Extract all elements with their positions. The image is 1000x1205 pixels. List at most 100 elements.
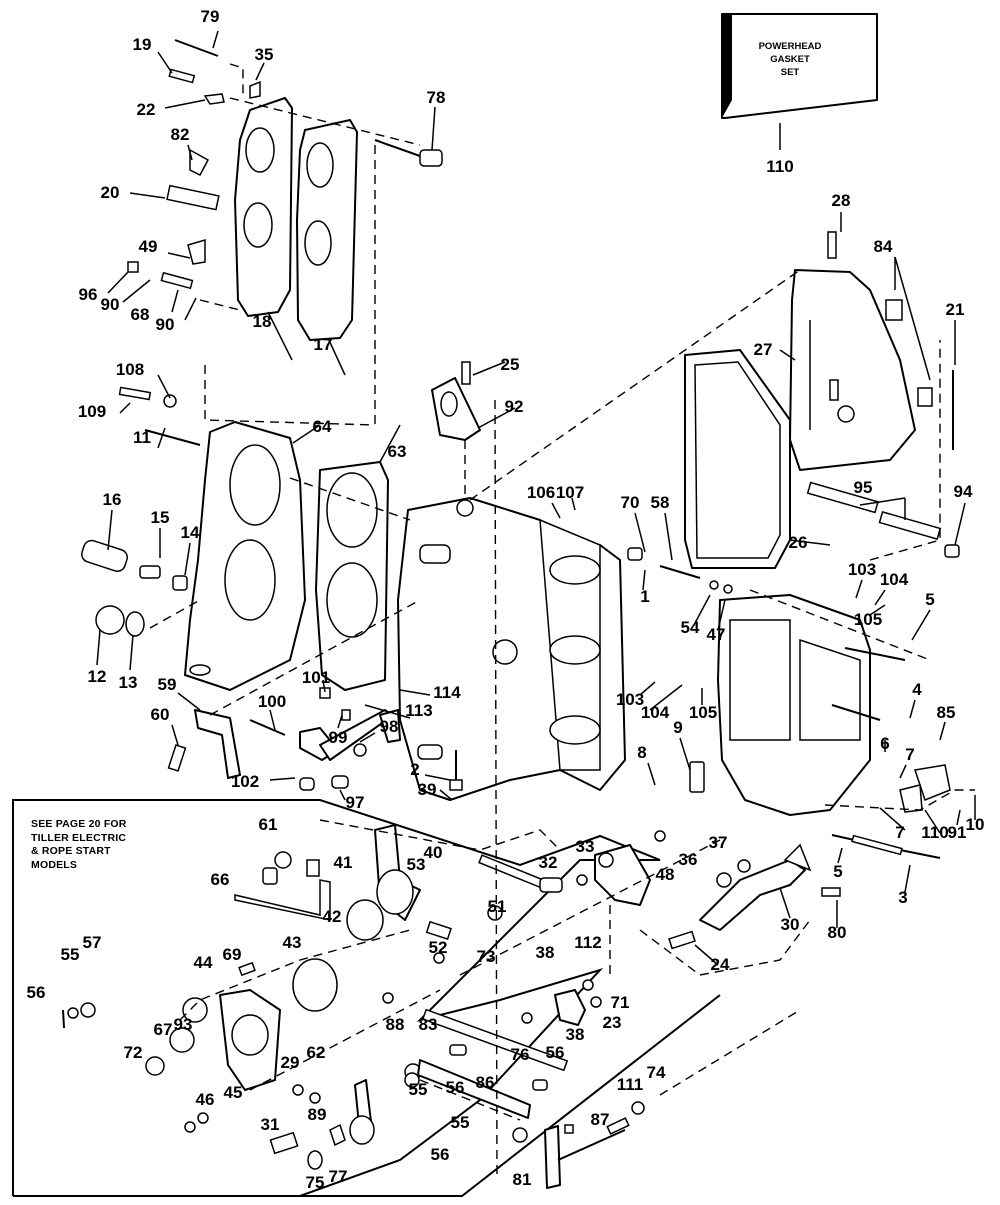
callout-58: 58 <box>651 493 670 512</box>
callout-49: 49 <box>139 237 158 256</box>
callout-56b: 56 <box>446 1078 465 1097</box>
crankcase-block <box>397 497 626 801</box>
callout-78: 78 <box>427 88 446 107</box>
callout-82: 82 <box>171 125 190 144</box>
callout-104a: 104 <box>880 570 909 589</box>
callout-31: 31 <box>261 1115 280 1134</box>
callout-85: 85 <box>937 703 956 722</box>
callout-20: 20 <box>101 183 120 202</box>
callout-53: 53 <box>407 855 426 874</box>
callout-54: 54 <box>681 618 700 637</box>
assembly-dashed-lines <box>149 63 975 1181</box>
callout-41: 41 <box>334 853 353 872</box>
callout-90b: 90 <box>156 315 175 334</box>
callout-90a: 90 <box>101 295 120 314</box>
callout-37: 37 <box>709 833 728 852</box>
callout-69: 69 <box>223 945 242 964</box>
gasket-set-label-line-2: GASKET <box>770 54 810 65</box>
manifold-cover-27 <box>789 231 954 471</box>
powerhead-gasket-set-box <box>721 13 878 150</box>
callout-13: 13 <box>119 673 138 692</box>
callout-7b: 7 <box>895 823 904 842</box>
callout-83: 83 <box>419 1015 438 1034</box>
callout-2: 2 <box>410 760 419 779</box>
callout-103a: 103 <box>848 560 876 579</box>
callout-103b: 103 <box>616 690 644 709</box>
callout-56a: 56 <box>27 983 46 1002</box>
studs-and-fasteners-mid <box>353 547 733 791</box>
callout-16: 16 <box>103 490 122 509</box>
inset-note-line-1: SEE PAGE 20 FOR <box>31 818 127 830</box>
callout-77: 77 <box>329 1167 348 1186</box>
callout-11: 11 <box>133 428 151 447</box>
callout-74: 74 <box>647 1063 666 1082</box>
callout-24: 24 <box>711 955 730 974</box>
callout-106: 106 <box>527 483 555 502</box>
callout-29: 29 <box>281 1053 300 1072</box>
callout-60: 60 <box>151 705 170 724</box>
callout-30: 30 <box>781 915 800 934</box>
callout-46: 46 <box>196 1090 215 1109</box>
gasket-set-label-line-1: POWERHEAD <box>758 41 822 52</box>
callout-91: 91 <box>948 823 967 842</box>
inset-note-line-3: & ROPE START <box>31 845 111 857</box>
callout-72: 72 <box>124 1043 143 1062</box>
callout-7a: 7 <box>905 745 914 764</box>
callout-47: 47 <box>707 625 726 644</box>
callout-108: 108 <box>116 360 144 379</box>
callout-28: 28 <box>832 191 851 210</box>
lifting-eye-92 <box>431 361 481 441</box>
callout-14: 14 <box>181 523 200 542</box>
callout-68: 68 <box>131 305 150 324</box>
gasket-set-label: POWERHEAD GASKET SET <box>735 40 845 79</box>
callout-75: 75 <box>306 1173 325 1192</box>
callout-26: 26 <box>789 533 808 552</box>
callout-32: 32 <box>539 853 558 872</box>
callout-21: 21 <box>946 300 965 319</box>
callout-35: 35 <box>255 45 274 64</box>
callout-67: 67 <box>154 1020 173 1039</box>
callout-79: 79 <box>201 7 220 26</box>
callout-61: 61 <box>259 815 278 834</box>
callout-86: 86 <box>476 1073 495 1092</box>
callout-6: 6 <box>880 734 889 753</box>
callout-33: 33 <box>576 837 595 856</box>
cylinder-head-gasket-17 <box>296 119 358 341</box>
callout-43: 43 <box>283 933 302 952</box>
callout-101: 101 <box>302 668 330 687</box>
callout-56d: 56 <box>431 1145 450 1164</box>
callout-87: 87 <box>591 1110 610 1129</box>
callout-66: 66 <box>211 870 230 889</box>
callout-95: 95 <box>854 478 873 497</box>
callout-55a: 55 <box>61 945 80 964</box>
callout-17: 17 <box>314 335 333 354</box>
callout-89: 89 <box>308 1105 327 1124</box>
callout-62: 62 <box>307 1043 326 1062</box>
callout-109: 109 <box>78 402 106 421</box>
callout-5b: 5 <box>833 862 842 881</box>
callout-38a: 38 <box>536 943 555 962</box>
callout-104b: 104 <box>641 703 670 722</box>
callout-110b: 110 <box>921 823 948 842</box>
callout-51: 51 <box>488 897 507 916</box>
callout-64: 64 <box>313 417 332 436</box>
head-gasket-63 <box>315 461 389 691</box>
callout-110-gasket-set: 110 <box>766 157 793 176</box>
callout-40: 40 <box>424 843 443 862</box>
callout-18: 18 <box>253 312 272 331</box>
callout-3: 3 <box>898 888 907 907</box>
callout-102: 102 <box>231 772 259 791</box>
callout-15: 15 <box>151 508 170 527</box>
callout-44: 44 <box>194 953 213 972</box>
callout-56c: 56 <box>546 1043 565 1062</box>
callout-70: 70 <box>621 493 640 512</box>
cylinder-head-64 <box>184 421 306 691</box>
callout-10: 10 <box>966 815 985 834</box>
callout-111: 111 <box>617 1075 644 1094</box>
callout-76: 76 <box>511 1045 530 1064</box>
callout-59: 59 <box>158 675 177 694</box>
callout-80: 80 <box>828 923 847 942</box>
callout-94: 94 <box>954 482 973 501</box>
callout-52: 52 <box>429 938 448 957</box>
